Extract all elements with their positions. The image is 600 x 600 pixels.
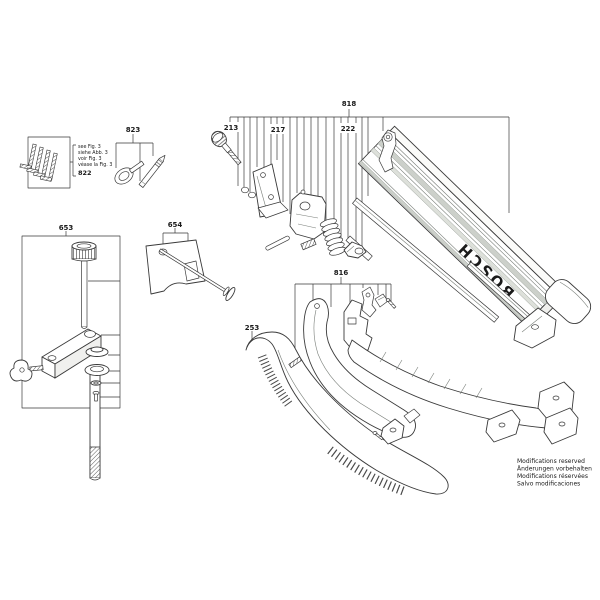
clip-lower <box>403 408 421 424</box>
plate-rod <box>158 248 236 301</box>
label-mask <box>339 123 357 133</box>
frame-rail <box>343 299 579 445</box>
footer-note: Modifications reserved Änderungen vorbeh… <box>517 458 592 488</box>
assembly-818-rail-group: BOSCH <box>211 100 592 349</box>
callout-253: 253 <box>245 324 260 332</box>
callout-823: 823 <box>126 126 141 134</box>
assembly-816-arm-group: 816 253 <box>243 269 579 497</box>
callout-bracket-816 <box>295 277 391 285</box>
note-see-fig: see Fig. 3 <box>78 144 101 150</box>
callout-222: 222 <box>341 125 356 133</box>
callout-bracket-823 <box>115 134 154 181</box>
spring <box>319 218 347 256</box>
guide-strip-long <box>352 197 500 323</box>
rail-foot-bracket <box>513 307 557 349</box>
pen-tool <box>138 154 166 188</box>
note-siehe-abb: siehe Abb. 3 <box>78 150 108 156</box>
callout-654: 654 <box>168 221 183 229</box>
note-voir-fig: voir Fig. 3 <box>78 156 102 162</box>
hook-plate <box>361 286 377 318</box>
label-mask <box>269 124 287 134</box>
rail-end-cap <box>545 279 592 324</box>
part-box-653 <box>21 235 121 409</box>
hex-keys <box>19 143 58 182</box>
rail-ridge-band <box>377 139 549 305</box>
washer-small-a <box>241 186 249 194</box>
note-vease-fig: véase la Fig. 3 <box>78 161 112 168</box>
curved-support-arm <box>303 298 416 438</box>
screw-lower <box>372 431 384 441</box>
callout-213: 213 <box>224 124 239 132</box>
footer-line-de: Änderungen vorbehalten <box>517 466 592 473</box>
leaders-653 <box>88 280 120 398</box>
label-mask <box>243 322 261 332</box>
callout-bracket-818 <box>230 109 510 213</box>
module-823-tool-set: 823 <box>114 126 166 188</box>
leader-lines-816 <box>294 284 392 358</box>
module-653-clamp-assembly: 653 <box>9 224 121 481</box>
washer-small-b <box>248 191 256 199</box>
rail-clamp-hook <box>378 129 397 173</box>
screw-653 <box>92 391 100 402</box>
module-822-hex-key-set: see Fig. 3 siehe Abb. 3 voir Fig. 3 véas… <box>19 136 112 189</box>
part-222-latch <box>343 241 367 259</box>
footer-line-fr: Modifications réservées <box>517 473 588 480</box>
clip-816 <box>374 293 389 308</box>
threaded-sleeve <box>300 238 317 251</box>
foot-block <box>380 418 405 445</box>
callout-bracket-654 <box>162 228 189 252</box>
label-mask <box>222 122 240 132</box>
callout-653: 653 <box>59 224 74 232</box>
clamp-knob <box>71 241 97 329</box>
star-knob <box>9 359 44 382</box>
part-213-knob-bolt <box>211 130 242 166</box>
part-217-bracket-plate <box>252 163 289 219</box>
footer-line-en: Modifications reserved <box>517 458 585 465</box>
callout-816: 816 <box>334 269 349 277</box>
callout-217: 217 <box>271 126 286 134</box>
module-654-guard-plate: 654 <box>145 221 236 301</box>
washer-stack <box>84 346 110 386</box>
screw-816 <box>385 298 397 309</box>
callout-bracket-822 <box>70 144 76 177</box>
part-253-handle <box>245 331 449 497</box>
frame-ribs <box>379 351 483 399</box>
handle-ribs <box>327 446 408 497</box>
ring-spanner <box>114 160 145 185</box>
pin <box>265 235 290 251</box>
callout-818: 818 <box>342 100 357 108</box>
pivot-arm <box>41 328 102 379</box>
callout-822: 822 <box>78 169 92 177</box>
footer-line-es: Salvo modificaciones <box>517 481 580 488</box>
pin-816 <box>288 356 303 369</box>
fence-rail: BOSCH <box>357 125 564 329</box>
latch-housing <box>289 189 327 240</box>
